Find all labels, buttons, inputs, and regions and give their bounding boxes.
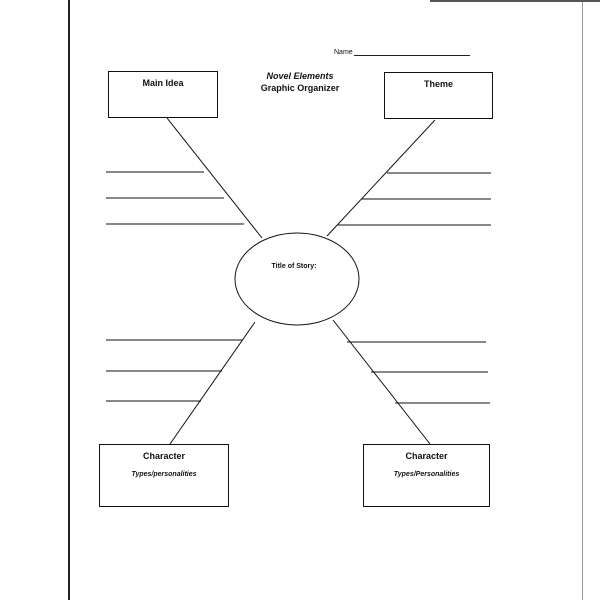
connector-character-left xyxy=(169,321,256,445)
main-idea-label: Main Idea xyxy=(142,78,184,88)
character-label: Character xyxy=(142,451,186,461)
connector-theme xyxy=(326,119,436,237)
name-field: Name xyxy=(334,47,470,56)
character-box-left: Character Types/personalities xyxy=(99,444,229,507)
page-edge-right xyxy=(582,0,583,600)
theme-label: Theme xyxy=(423,79,453,89)
page-edge-top xyxy=(430,0,600,2)
page-edge-left xyxy=(68,0,70,600)
title-subtitle: Graphic Organizer xyxy=(260,83,340,93)
main-idea-box: Main Idea xyxy=(108,71,218,118)
title-italic: Novel Elements xyxy=(266,71,334,81)
connector-character-right xyxy=(332,319,431,445)
character-sublabel: Types/personalities xyxy=(131,471,197,478)
name-blank-line xyxy=(353,47,470,56)
character-box-right: Character Types/Personalities xyxy=(363,444,490,507)
character-sublabel: Types/Personalities xyxy=(393,471,460,478)
worksheet-title: Novel Elements Graphic Organizer xyxy=(240,70,360,94)
story-title-label: Title of Story: xyxy=(271,263,317,270)
theme-box: Theme xyxy=(384,72,493,119)
connector-main-idea xyxy=(166,117,263,239)
character-label: Character xyxy=(405,451,448,461)
center-ellipse xyxy=(234,232,360,326)
name-label: Name xyxy=(334,49,353,56)
